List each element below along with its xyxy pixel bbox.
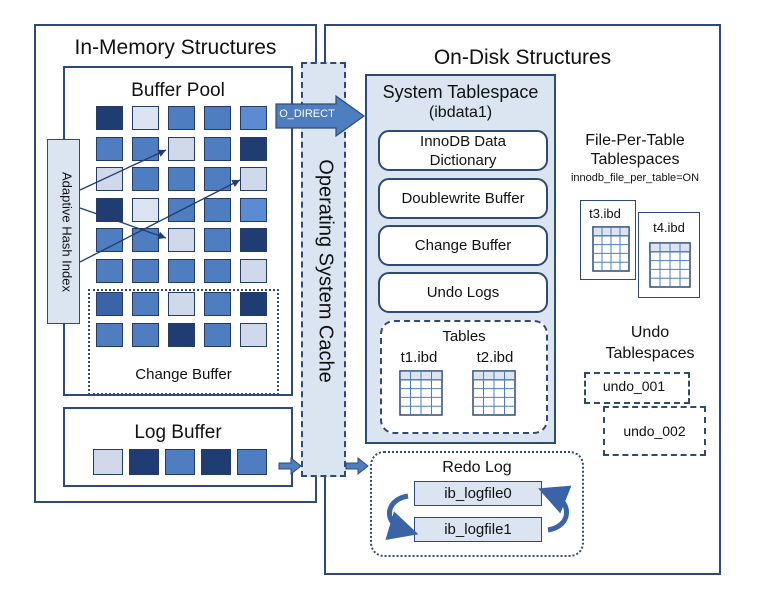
ib-logfile1-label: ib_logfile1 xyxy=(444,521,512,538)
adaptive-hash-index: Adaptive Hash Index xyxy=(47,139,80,324)
change-buffer-page xyxy=(96,292,123,316)
log-buffer-title: Log Buffer xyxy=(134,422,222,443)
table-grid-icon xyxy=(472,370,516,416)
buffer-pool-page xyxy=(204,197,231,222)
buffer-pool-page xyxy=(204,258,231,283)
buffer-pool-page xyxy=(96,167,123,191)
undo-002-label: undo_002 xyxy=(623,423,686,439)
buffer-pool-page xyxy=(132,167,159,191)
in-memory-title: In-Memory Structures xyxy=(74,36,277,59)
buffer-pool-page xyxy=(240,197,267,222)
buffer-pool-page xyxy=(240,136,267,161)
log-buffer-page xyxy=(201,449,231,475)
buffer-pool-title: Buffer Pool xyxy=(131,80,225,101)
table-grid-icon xyxy=(399,370,443,416)
undo-logs-item: Undo Logs xyxy=(378,272,548,313)
buffer-pool-page xyxy=(168,258,195,283)
t2-label: t2.ibd xyxy=(476,349,514,366)
buffer-pool-page xyxy=(204,136,231,161)
buffer-pool-page xyxy=(132,106,159,130)
o-direct-label: O_DIRECT xyxy=(279,108,335,120)
undo-002-file xyxy=(603,406,706,456)
buffer-pool-page xyxy=(132,197,159,222)
undo-logs-label: Undo Logs xyxy=(426,284,500,301)
undo-001-label: undo_001 xyxy=(602,378,666,394)
buffer-pool-page xyxy=(240,167,267,191)
buffer-pool-page xyxy=(132,258,159,283)
buffer-pool-page xyxy=(240,106,267,130)
o-direct-arrow xyxy=(275,94,366,138)
undo-001-file xyxy=(584,372,690,404)
file-per-table-title-1: File-Per-Table xyxy=(585,132,685,149)
change-buffer-page xyxy=(96,322,123,347)
change-buffer-region xyxy=(88,289,279,395)
buffer-pool-page xyxy=(96,106,123,130)
buffer-pool-page xyxy=(168,167,195,191)
ib-logfile0: ib_logfile0 xyxy=(414,481,542,506)
t3-label: t3.ibd xyxy=(589,206,621,221)
buffer-pool-page xyxy=(96,136,123,161)
change-buffer-page xyxy=(240,292,267,316)
change-buffer-disk-item: Change Buffer xyxy=(378,225,548,266)
log-buffer-page xyxy=(165,449,195,475)
file-per-table-setting: innodb_file_per_table=ON xyxy=(570,172,700,184)
undo-tablespaces-title-2: Tablespaces xyxy=(605,345,695,362)
t1-table-icon xyxy=(399,370,443,421)
buffer-pool-page xyxy=(204,228,231,252)
system-tablespace-subtitle: (ibdata1) xyxy=(428,104,493,121)
t1-label: t1.ibd xyxy=(400,349,438,366)
log-buffer-page xyxy=(93,449,123,475)
buffer-pool-page xyxy=(240,228,267,252)
undo-tablespaces-title-1: Undo xyxy=(630,324,670,341)
change-buffer-page xyxy=(132,322,159,347)
buffer-pool-page xyxy=(204,106,231,130)
redo-log-title: Redo Log xyxy=(442,459,512,476)
change-buffer-page xyxy=(132,292,159,316)
doublewrite-buffer-item: Doublewrite Buffer xyxy=(378,178,548,219)
t4-table-icon xyxy=(649,242,691,293)
tables-title: Tables xyxy=(442,328,486,345)
change-buffer-disk-label: Change Buffer xyxy=(414,237,512,254)
t4-label: t4.ibd xyxy=(653,220,685,235)
buffer-pool-page xyxy=(168,136,195,161)
buffer-pool-page xyxy=(132,136,159,161)
data-dictionary-item: InnoDB Data Dictionary xyxy=(378,130,548,171)
buffer-pool-page xyxy=(96,258,123,283)
t2-table-icon xyxy=(472,370,516,421)
system-tablespace-title: System Tablespace xyxy=(382,82,539,102)
buffer-pool-page xyxy=(96,197,123,222)
data-dictionary-label: InnoDB Data Dictionary xyxy=(420,132,506,169)
change-buffer-page xyxy=(240,322,267,347)
change-buffer-label: Change Buffer xyxy=(135,366,232,383)
buffer-pool-page xyxy=(168,228,195,252)
log-buffer-page xyxy=(129,449,159,475)
t3-table-icon xyxy=(592,226,630,277)
table-grid-icon xyxy=(649,242,691,288)
change-buffer-page xyxy=(204,322,231,347)
change-buffer-page xyxy=(168,292,195,316)
change-buffer-page xyxy=(168,322,195,347)
on-disk-title: On-Disk Structures xyxy=(433,46,612,69)
ib-logfile0-label: ib_logfile0 xyxy=(444,485,512,502)
buffer-pool-page xyxy=(240,258,267,283)
change-buffer-page xyxy=(204,292,231,316)
table-grid-icon xyxy=(592,226,630,272)
log-buffer-page xyxy=(237,449,267,475)
file-per-table-title-2: Tablespaces xyxy=(590,151,680,168)
buffer-pool-page xyxy=(168,106,195,130)
doublewrite-buffer-label: Doublewrite Buffer xyxy=(401,190,525,207)
